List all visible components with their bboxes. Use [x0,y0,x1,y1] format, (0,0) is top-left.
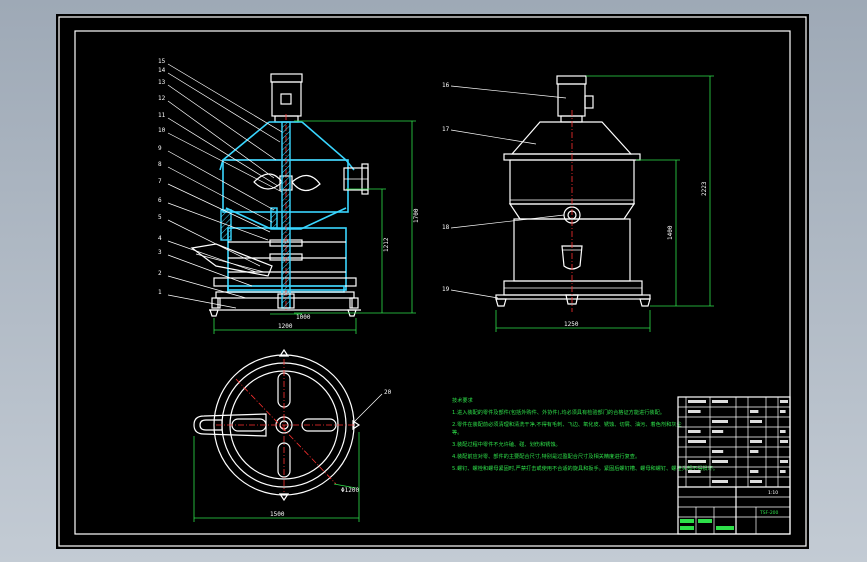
front-part-7: 7 [158,178,162,185]
front-leader-line [167,254,253,287]
top-dim-diameter: Φ1200 [341,487,359,494]
parts-list-mark [780,410,786,413]
drawing-canvas: 1700 1212 1200 1000 15141312111098765432… [58,16,807,547]
notes-line-4: 3.装配过程中零件不允许磕、碰、划伤和锈蚀。 [452,440,561,448]
parts-list-mark [780,430,786,433]
side-part-16: 16 [442,82,450,89]
side-part-17: 17 [442,126,450,133]
front-leader-line [167,202,269,241]
front-leader-line [167,150,275,211]
front-leader-line [167,183,271,233]
front-dim-height-total: 1700 [413,208,420,223]
parts-list-mark [780,400,788,403]
parts-list-mark [712,460,728,463]
side-dim-height-lower: 1400 [667,225,674,240]
front-part-9: 9 [158,145,162,152]
parts-list-mark [712,420,728,423]
front-leader-line [167,84,277,161]
parts-list-rows [688,400,788,483]
notes-line-6: 5.螺钉、螺栓和螺母紧固时,严禁打击或使用不合适的旋具和扳手。紧固后螺钉槽、螺母… [452,464,718,472]
parts-list-mark [712,480,728,483]
side-dim-base-width: 1250 [564,321,579,328]
parts-list-mark [712,430,724,433]
top-view: Φ1200 1500 20 [193,348,392,522]
parts-list-mark [750,420,762,423]
parts-list-mark [688,400,706,403]
front-part-2: 2 [158,270,162,277]
front-part-14: 14 [158,67,166,74]
front-part-5: 5 [158,214,162,221]
front-leader-line [167,72,281,143]
front-part-10: 10 [158,127,166,134]
parts-list-mark [688,440,706,443]
front-leader-line [167,100,275,179]
front-part-1: 1 [158,289,162,296]
front-part-6: 6 [158,197,162,204]
parts-list-mark [750,480,762,483]
parts-list-mark [750,470,759,473]
front-part-12: 12 [158,95,166,102]
front-leader-line [167,294,237,309]
side-part-19: 19 [442,286,450,293]
side-view: 2223 1400 1250 [495,75,714,332]
notes-line-5: 4.装配前应对零、部件的主要配合尺寸,特别是过盈配合尺寸及相关精度进行复查。 [452,452,640,460]
parts-list-mark [750,450,759,453]
front-dim-base-sub: 1000 [296,314,311,321]
front-leader-line [167,117,279,187]
notes-line-1: 1.进入装配的零件及部件(包括外购件、外协件),均必须具有检验部门的合格证方能进… [452,408,665,416]
technical-notes: 技术要求 1.进入装配的零件及部件(包括外购件、外协件),均必须具有检验部门的合… [452,396,718,472]
inner-border [74,30,791,535]
front-dim-base-width: 1200 [278,323,293,330]
parts-list-mark [688,460,706,463]
front-leader-line [167,219,261,267]
outer-border [58,16,807,547]
parts-list-mark [688,410,701,413]
front-leader-line [167,240,257,273]
title-block-scale: 1:10 [768,490,778,496]
top-part-20: 20 [384,389,392,396]
side-leaders: 16 17 18 19 [442,82,567,299]
front-part-15: 15 [158,58,166,65]
front-leaders: 15 14 13 12 11 10 9 8 7 6 5 4 3 2 1 [158,58,283,309]
front-part-13: 13 [158,79,166,86]
side-part-18: 18 [442,224,450,231]
parts-list-mark [780,470,786,473]
parts-list-mark [750,440,762,443]
side-dim-height-total: 2223 [701,181,708,196]
front-part-4: 4 [158,235,162,242]
front-part-8: 8 [158,161,162,168]
title-block: TSF-200 1:10 [677,396,791,535]
title-block-drawing-no: TSF-200 [759,510,779,516]
front-leader-line [167,63,283,133]
parts-list-mark [750,410,759,413]
front-dim-height-lower: 1212 [383,237,390,252]
parts-list-mark [688,430,701,433]
front-section-view: 1700 1212 1200 1000 [190,73,420,334]
top-dim-overall: 1500 [270,511,285,518]
front-part-11: 11 [158,112,166,119]
front-part-3: 3 [158,249,162,256]
front-leader-line [167,132,283,193]
parts-list-mark [780,440,788,443]
notes-heading: 技术要求 [452,396,474,404]
parts-list-mark [780,460,788,463]
parts-list-mark [688,470,701,473]
parts-list-mark [712,450,724,453]
parts-list-mark [712,400,728,403]
front-leader-line [167,275,247,299]
front-leader-line [167,166,273,223]
notes-line-2: 2.零件在装配前必须清理和清洗干净,不得有毛刺、飞边、氧化皮、锈蚀、切屑、油污、… [452,420,682,428]
notes-line-3: 等。 [452,428,462,436]
